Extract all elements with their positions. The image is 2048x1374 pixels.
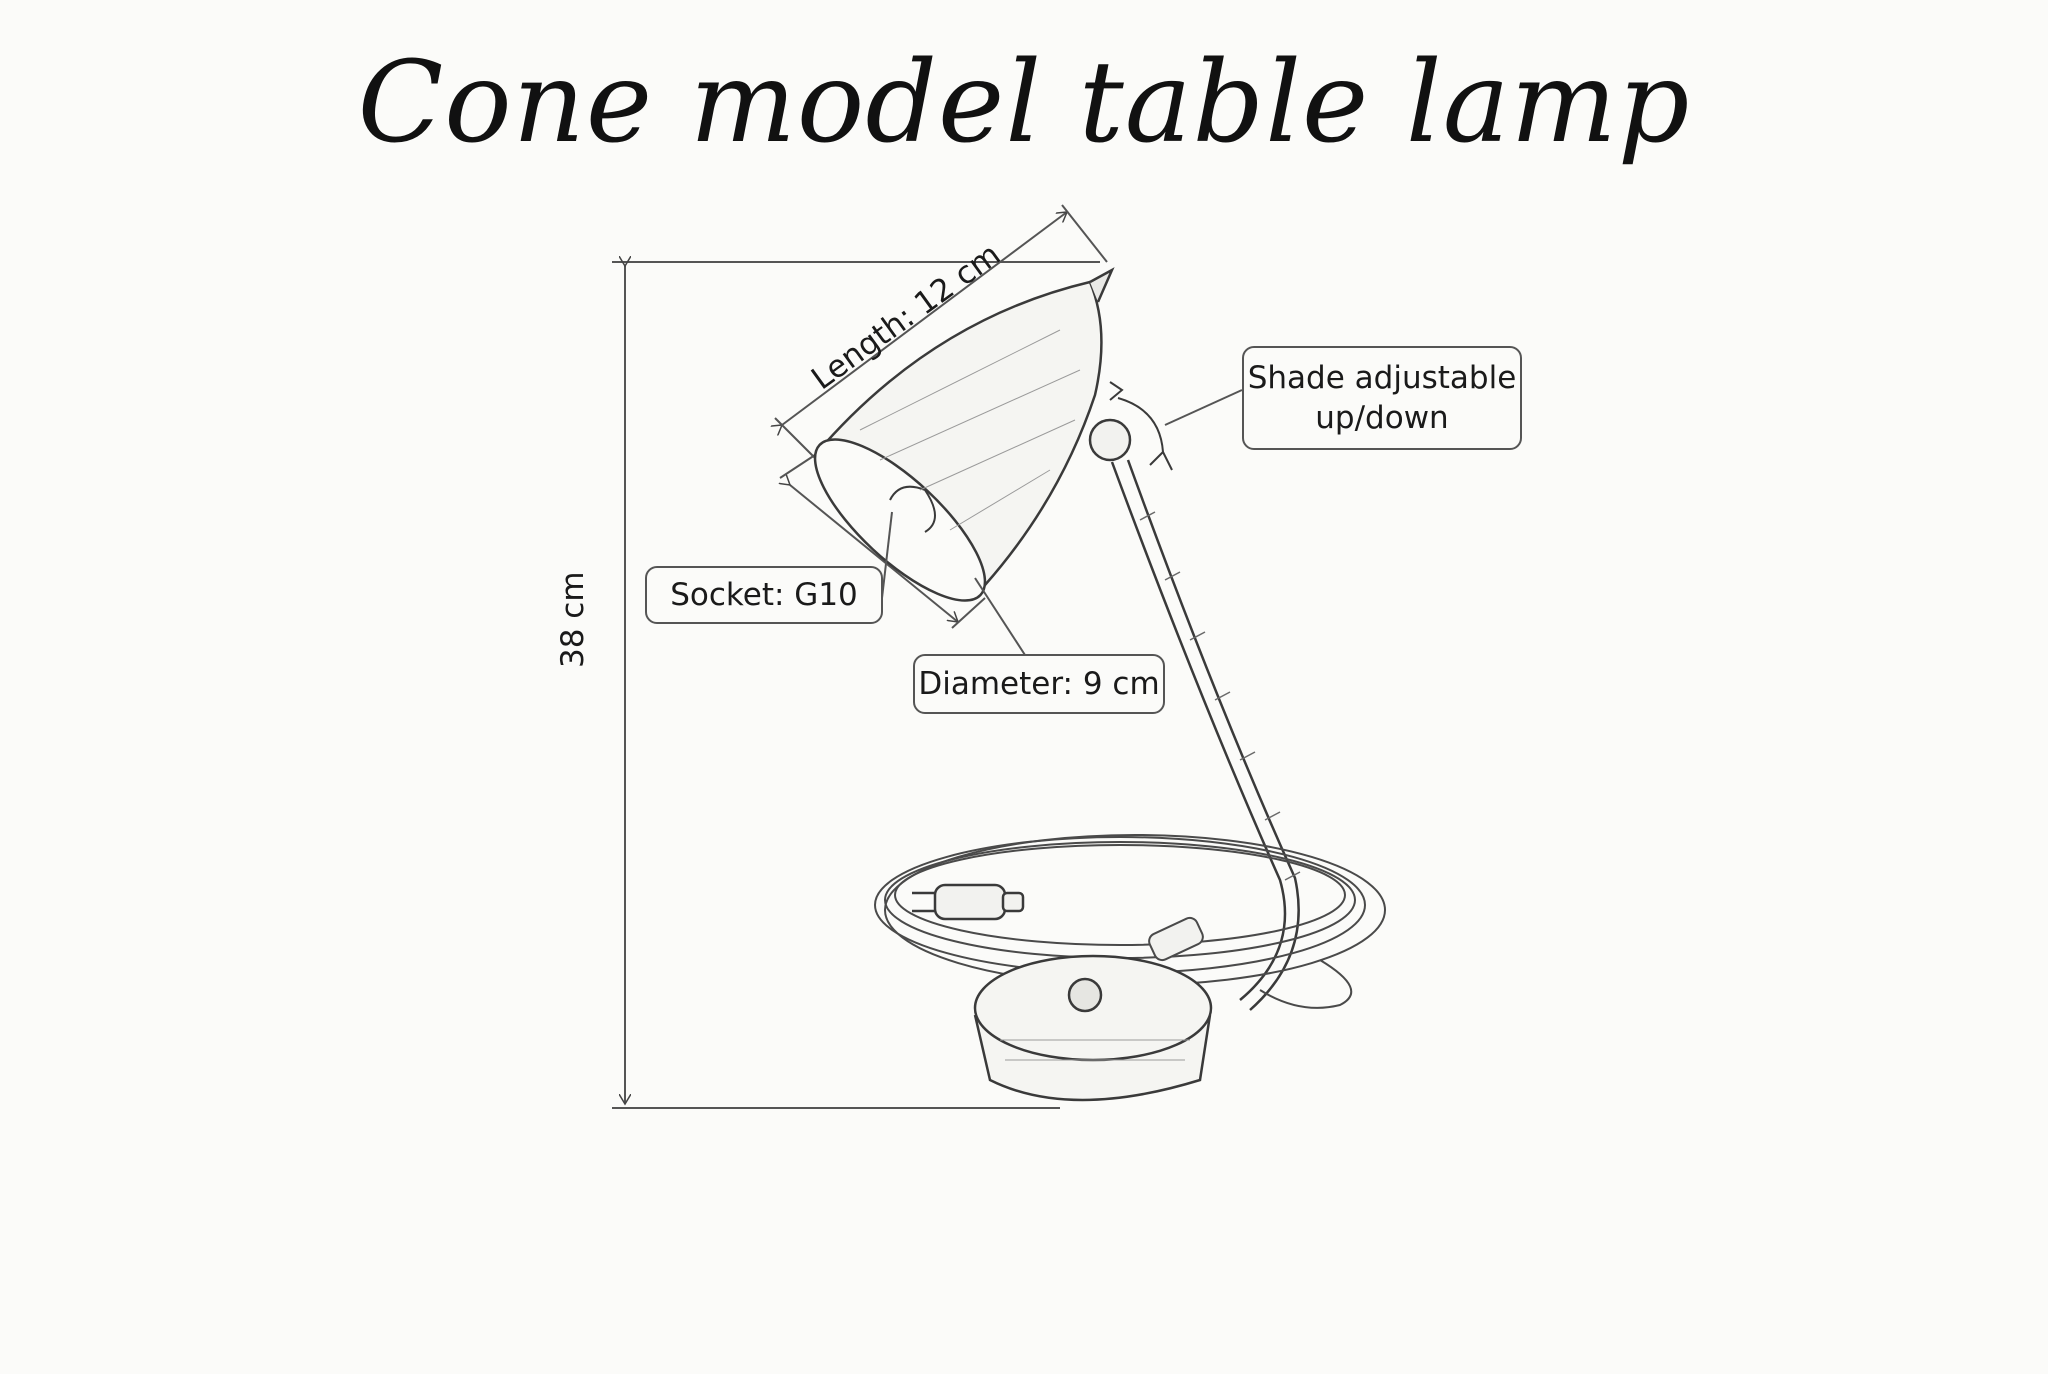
diameter-callout: Diameter: 9 cm bbox=[913, 654, 1165, 714]
diameter-label: Diameter: 9 cm bbox=[918, 666, 1160, 702]
lamp-arm-icon bbox=[1110, 459, 1301, 1011]
shade-joint-icon bbox=[1088, 381, 1173, 471]
shade-adjustable-line2: up/down bbox=[1315, 400, 1449, 436]
lamp-shade-icon bbox=[813, 267, 1115, 602]
height-label: 38 cm bbox=[555, 571, 591, 668]
diagram-title: Cone model table lamp bbox=[357, 38, 1691, 168]
callout-leaders bbox=[881, 389, 1243, 656]
shade-adjustable-callout: Shade adjustable up/down bbox=[1242, 346, 1522, 450]
socket-label: Socket: G10 bbox=[670, 577, 858, 613]
length-dimension-line bbox=[775, 204, 1108, 459]
diameter-dimension-line bbox=[780, 454, 986, 629]
lamp-base-icon bbox=[973, 954, 1213, 1102]
shade-adjustable-line1: Shade adjustable bbox=[1247, 360, 1517, 396]
socket-callout: Socket: G10 bbox=[645, 566, 883, 624]
plug-icon bbox=[912, 883, 1025, 921]
